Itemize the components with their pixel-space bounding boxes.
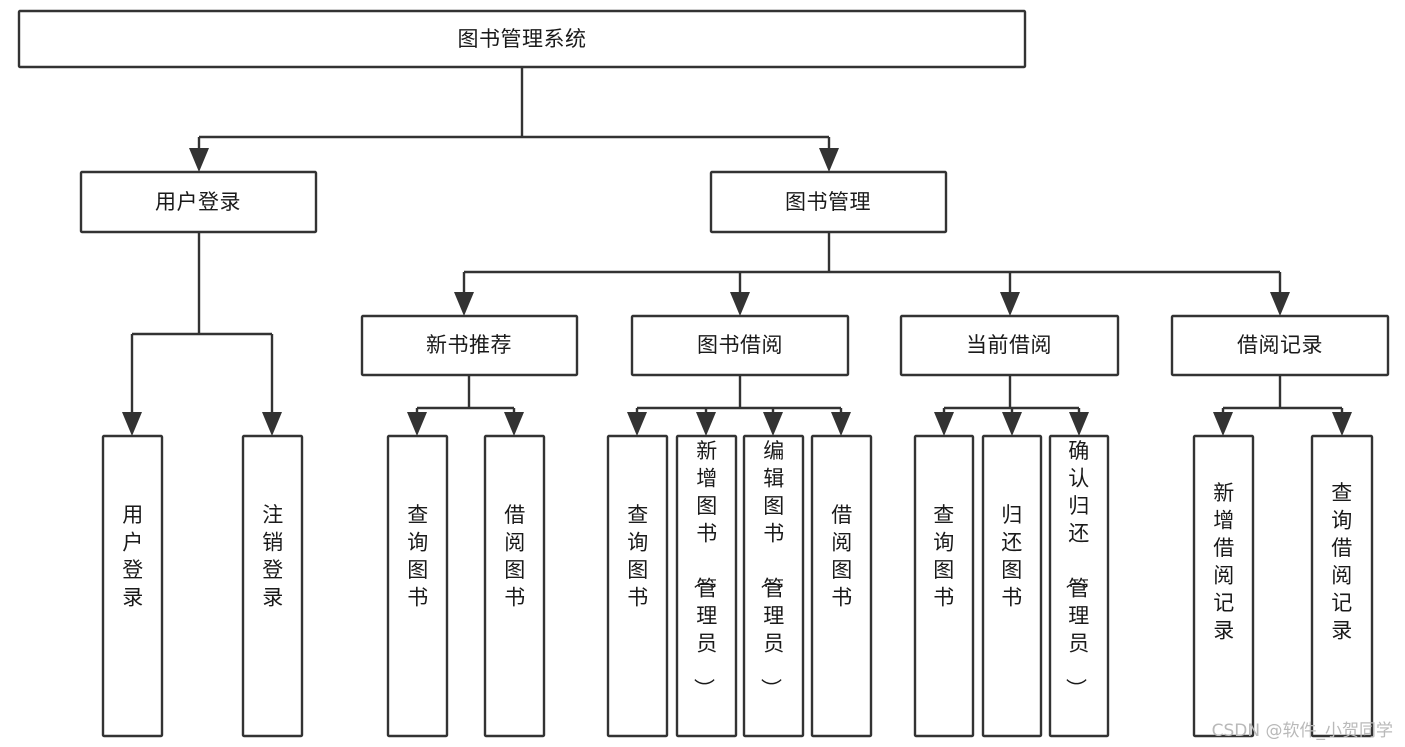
node-label-borrow-record: 借阅记录	[1237, 333, 1323, 357]
leaf-label-cb-query-book: 查询图书	[933, 503, 955, 610]
leaf-label-nbr-borrow-book: 借阅图书	[504, 503, 526, 610]
node-label-current-borrow: 当前借阅	[966, 333, 1052, 357]
leaf-node-br-query-record[interactable]: 查询借阅记录	[1310, 434, 1374, 738]
leaf-node-bb-add-book-admin[interactable]: 新增图书（管理员）	[675, 434, 738, 738]
arrowhead-user-login	[189, 148, 209, 172]
arrowhead-leaf-user-login	[122, 412, 142, 436]
arrowhead-book-mgmt	[819, 148, 839, 172]
leaf-label-user-login: 用户登录	[122, 503, 144, 610]
leaf-label-bb-borrow-book: 借阅图书	[831, 503, 853, 610]
node-label-book-borrow: 图书借阅	[697, 333, 783, 357]
node-root-system[interactable]: 图书管理系统	[17, 9, 1027, 69]
connector-layer	[122, 67, 1352, 436]
leaf-node-nbr-query-book[interactable]: 查询图书	[386, 434, 449, 738]
node-label-book-management: 图书管理	[785, 190, 871, 214]
node-user-login[interactable]: 用户登录	[79, 170, 318, 234]
arrowhead-cb-leaf-2	[1002, 412, 1022, 436]
leaf-label-cb-return-book: 归还图书	[1001, 503, 1023, 610]
leaf-label-logout: 注销登录	[262, 503, 284, 610]
leaf-label-cb-confirm-return-admin: 确认归还（管理员）	[1063, 439, 1090, 700]
arrowhead-bb-leaf-2	[696, 412, 716, 436]
arrowhead-bb-leaf-4	[831, 412, 851, 436]
leaf-node-br-add-record[interactable]: 新增借阅记录	[1192, 434, 1255, 738]
arrowhead-book-borrow	[730, 292, 750, 316]
arrowhead-leaf-logout	[262, 412, 282, 436]
node-label-new-book-recommend: 新书推荐	[426, 333, 512, 357]
node-label-user-login: 用户登录	[155, 190, 241, 214]
arrowhead-br-leaf-2	[1332, 412, 1352, 436]
arrowhead-bb-leaf-1	[627, 412, 647, 436]
arrowhead-nbr-leaf-1	[407, 412, 427, 436]
arrowhead-borrow-record	[1270, 292, 1290, 316]
leaf-node-user-login[interactable]: 用户登录	[101, 434, 164, 738]
leaf-label-bb-query-book: 查询图书	[627, 503, 649, 610]
leaf-node-cb-return-book[interactable]: 归还图书	[981, 434, 1043, 738]
leaf-node-cb-confirm-return-admin[interactable]: 确认归还（管理员）	[1048, 434, 1110, 738]
leaf-label-bb-edit-book-admin: 编辑图书（管理员）	[758, 439, 785, 700]
leaf-node-bb-borrow-book[interactable]: 借阅图书	[810, 434, 873, 738]
leaf-label-nbr-query-book: 查询图书	[407, 503, 429, 610]
leaf-node-nbr-borrow-book[interactable]: 借阅图书	[483, 434, 546, 738]
arrowhead-new-book-recommend	[454, 292, 474, 316]
leaf-node-bb-edit-book-admin[interactable]: 编辑图书（管理员）	[742, 434, 805, 738]
leaf-node-logout[interactable]: 注销登录	[241, 434, 304, 738]
arrowhead-bb-leaf-3	[763, 412, 783, 436]
node-book-management[interactable]: 图书管理	[709, 170, 948, 234]
arrowhead-nbr-leaf-2	[504, 412, 524, 436]
node-new-book-recommend[interactable]: 新书推荐	[360, 314, 579, 377]
arrowhead-current-borrow	[1000, 292, 1020, 316]
node-current-borrow[interactable]: 当前借阅	[899, 314, 1120, 377]
node-borrow-record[interactable]: 借阅记录	[1170, 314, 1390, 377]
arrowhead-cb-leaf-1	[934, 412, 954, 436]
csdn-watermark: CSDN @软件_小贺同学	[1211, 721, 1393, 741]
leaf-node-bb-query-book[interactable]: 查询图书	[606, 434, 669, 738]
arrowhead-cb-leaf-3	[1069, 412, 1089, 436]
leaf-label-br-add-record: 新增借阅记录	[1213, 481, 1235, 643]
leaf-label-bb-add-book-admin: 新增图书（管理员）	[691, 439, 718, 700]
leaf-node-cb-query-book[interactable]: 查询图书	[913, 434, 975, 738]
node-label-root: 图书管理系统	[458, 27, 587, 51]
node-book-borrow[interactable]: 图书借阅	[630, 314, 850, 377]
arrowhead-br-leaf-1	[1213, 412, 1233, 436]
leaf-label-br-query-record: 查询借阅记录	[1331, 481, 1353, 643]
